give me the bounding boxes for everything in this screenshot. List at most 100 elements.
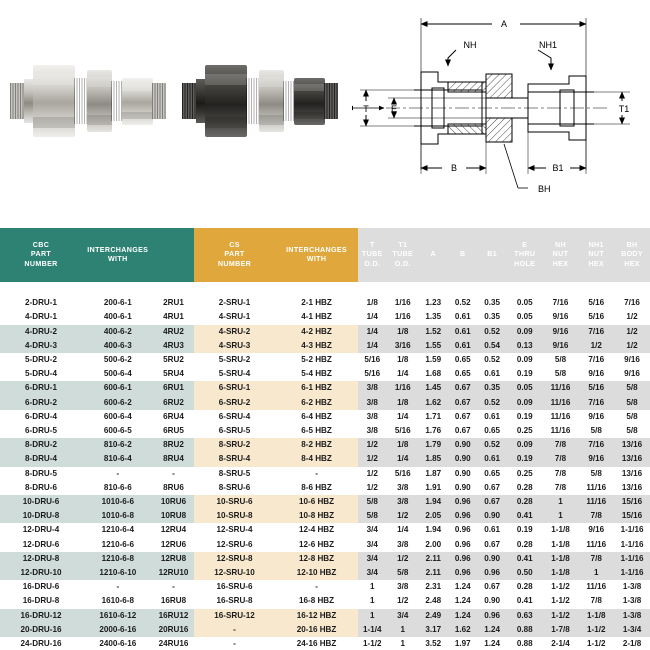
- table-cell: 13/16: [614, 438, 650, 453]
- table-cell: 0.90: [484, 596, 501, 606]
- table-cell: 0.96: [454, 539, 471, 549]
- table-cell: 4RU2: [153, 324, 194, 339]
- table-cell: 1.68: [425, 369, 442, 379]
- table-cell: 12-4 HBZ: [299, 525, 335, 535]
- table-cell: 1-1/2: [551, 582, 570, 592]
- table-cell: 400-6-1: [103, 312, 132, 322]
- table-cell: 3/8: [357, 381, 387, 396]
- table-cell: 5/8: [614, 395, 650, 410]
- table-cell: 0.90: [454, 482, 471, 492]
- table-cell: 7/8: [578, 551, 615, 567]
- table-cell: 2.11: [418, 566, 448, 581]
- table-cell: 0.41: [506, 551, 543, 567]
- table-cell: 1.23: [425, 298, 442, 308]
- table-cell: 0.41: [516, 596, 533, 606]
- table-cell: 1.24: [454, 582, 471, 592]
- table-cell: 0.52: [484, 355, 501, 364]
- table-cell: 13/16: [621, 482, 643, 492]
- table-cell: 2.11: [418, 551, 448, 567]
- table-cell: 5RU4: [163, 369, 184, 379]
- table-cell: 1.52: [418, 324, 448, 339]
- table-cell: 0.88: [516, 639, 533, 649]
- table-cell: 1.24: [484, 639, 501, 649]
- table-cell: 5/8: [614, 381, 650, 396]
- table-cell: 3/8: [366, 426, 378, 436]
- table-cell: 1/2: [366, 482, 378, 492]
- table-cell: 810-6-6: [103, 482, 132, 492]
- table-cell: 1-1/8: [578, 608, 615, 623]
- table-cell: 9/16: [624, 369, 640, 379]
- table-cell: 1210-6-6: [101, 539, 134, 549]
- table-cell: 1: [400, 639, 406, 649]
- table-cell: 7/16: [552, 298, 569, 308]
- table-cell: 6-DRU-2: [0, 395, 83, 410]
- table-cell: 1-3/8: [614, 608, 650, 623]
- table-cell: 2.31: [425, 582, 442, 592]
- table-cell: 4-SRU-3: [193, 338, 276, 353]
- table-cell: 10-6 HBZ: [275, 495, 358, 510]
- table-cell: 0.28: [516, 539, 533, 549]
- specifications-table-container: CBC PART NUMBER INTERCHANGES WITH CS PAR…: [0, 228, 650, 648]
- table-cell: 16RU12: [153, 608, 194, 623]
- table-cell: 8-DRU-4: [0, 452, 83, 467]
- table-cell: 0.09: [506, 395, 543, 410]
- table-cell: 1/2: [626, 312, 638, 322]
- table-cell: 1.62: [447, 622, 478, 638]
- table-cell: 1-1/2: [542, 608, 579, 623]
- table-cell: 16-SRU-8: [216, 596, 253, 606]
- table-cell: 0.96: [447, 566, 478, 581]
- table-cell: 6RU4: [163, 411, 184, 421]
- table-cell: 9/16: [588, 525, 605, 535]
- table-cell: 4-3 HBZ: [275, 338, 358, 353]
- table-cell: 500-6-2: [103, 355, 132, 364]
- table-cell: 12RU4: [160, 525, 187, 535]
- table-cell: 0.90: [477, 509, 507, 524]
- table-cell: 2-1/8: [622, 639, 642, 649]
- table-cell: 1/2: [366, 468, 378, 478]
- table-cell: 0.13: [506, 338, 543, 353]
- table-cell: 5/8: [357, 495, 387, 510]
- table-cell: -: [172, 468, 175, 478]
- table-cell: 0.54: [477, 338, 507, 353]
- table-cell: 8-4 HBZ: [275, 452, 358, 467]
- table-cell: 1210-6-10: [82, 566, 154, 581]
- table-cell: 0.67: [454, 411, 471, 421]
- table-cell: 0.41: [506, 509, 543, 524]
- table-cell: 1/8: [366, 298, 378, 308]
- table-cell: 5/16: [394, 468, 411, 478]
- table-cell: 16-SRU-12: [193, 608, 276, 623]
- table-cell: 1/4: [397, 411, 409, 421]
- table-cell: 600-6-2: [82, 395, 154, 410]
- table-cell: 1/8: [387, 395, 419, 410]
- table-cell: 4-DRU-1: [25, 312, 57, 322]
- table-cell: 0.28: [516, 482, 533, 492]
- table-cell: 5/16: [578, 381, 615, 396]
- table-cell: 1-1/2: [587, 639, 606, 649]
- table-cell: 0.90: [477, 551, 507, 567]
- table-cell: 1-1/8: [542, 551, 579, 567]
- table-cell: 810-6-4: [82, 452, 154, 467]
- col-header-b1: B1: [477, 228, 507, 282]
- table-cell: 1/4: [397, 525, 409, 535]
- table-cell: 1/4: [357, 338, 387, 353]
- table-cell: 5/8: [387, 566, 419, 581]
- table-cell: 1-1/16: [620, 539, 644, 549]
- col-header-cbc-interchanges-with: INTERCHANGES WITH: [82, 228, 154, 282]
- table-cell: 4RU1: [163, 312, 184, 322]
- drawing-label-t: T: [363, 104, 369, 114]
- table-cell: 6RU2: [153, 395, 194, 410]
- table-cell: 1-1/4: [357, 622, 387, 638]
- table-cell: 9/16: [552, 312, 569, 322]
- table-cell: 0.09: [506, 438, 543, 453]
- table-cell: 5-SRU-4: [218, 369, 251, 379]
- table-cell: 20-DRU-16: [0, 622, 83, 638]
- table-cell: 6-SRU-4: [218, 411, 251, 421]
- table-cell: 12-SRU-6: [216, 539, 253, 549]
- drawing-label-b1: B1: [552, 163, 563, 173]
- table-cell: 0.52: [477, 395, 507, 410]
